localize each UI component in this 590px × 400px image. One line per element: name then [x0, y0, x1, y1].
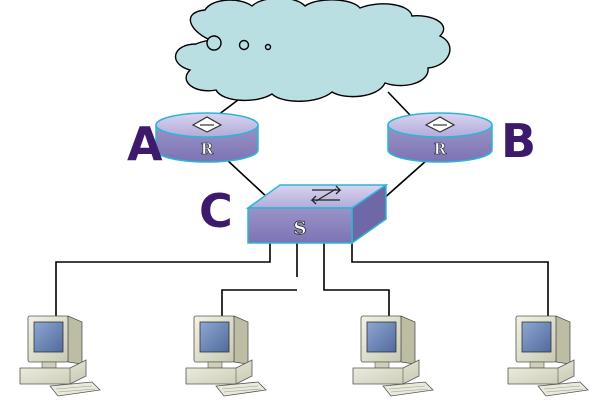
label-router-b: B	[501, 114, 536, 168]
links	[55, 91, 549, 318]
desktop-computer-icon[interactable]	[19, 315, 101, 397]
router-a[interactable]: R	[155, 112, 259, 163]
router-b-arrows-icon	[424, 116, 456, 133]
pc-group	[19, 315, 589, 397]
desktop-computer-icon[interactable]	[507, 315, 589, 397]
link-router-b-cloud	[387, 91, 411, 116]
router-a-letter: R	[201, 140, 214, 158]
switch-letter: S	[294, 218, 307, 239]
switch-front-face	[247, 207, 353, 244]
link-switch-pc-1	[55, 243, 271, 318]
label-router-a: A	[127, 117, 163, 171]
switch-arrows-icon	[310, 185, 342, 205]
router-b[interactable]: R	[387, 112, 493, 163]
cloud-icon	[174, 0, 451, 102]
link-switch-pc-4	[351, 243, 549, 318]
link-switch-pc-3	[323, 243, 390, 318]
link-router-a-switch	[225, 158, 269, 199]
desktop-computer-icon[interactable]	[352, 315, 434, 397]
link-pc-2-drop	[221, 289, 297, 318]
switch-c[interactable]: S	[245, 183, 389, 245]
router-b-letter: R	[434, 140, 447, 158]
label-switch-c: C	[199, 184, 233, 238]
router-a-arrows-icon	[191, 116, 223, 133]
link-router-b-switch	[381, 159, 428, 201]
desktop-computer-icon[interactable]	[185, 315, 267, 397]
